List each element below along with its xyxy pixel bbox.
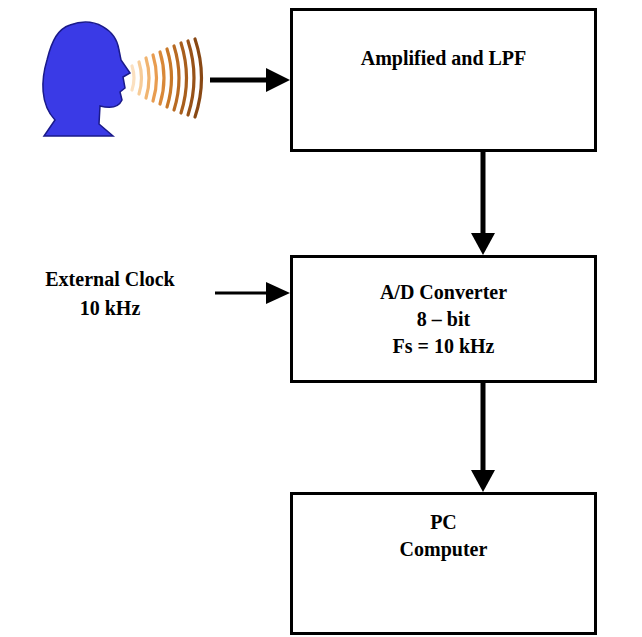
arrow-shaft [481,152,486,235]
box-text: 8 – bit [417,306,470,333]
box-text: Amplified and LPF [361,45,527,72]
input-arrow [210,68,290,92]
speaker-head [43,22,130,136]
sound-wave [146,58,149,98]
arrow-head [266,68,290,92]
arrow-shaft [481,383,486,472]
arrow-head [471,233,495,255]
sound-wave [181,43,187,113]
sound-wave [188,41,194,115]
sound-wave [139,62,142,94]
process-box: A/D Converter8 – bitFs = 10 kHz [290,255,597,383]
sound-wave [160,52,164,104]
arrow-shaft [215,292,268,295]
signal-label: External Clock [45,266,174,293]
sound-wave [132,66,134,90]
flow-arrow [471,152,495,255]
sound-wave [174,46,179,110]
arrow-head [266,282,290,304]
sound-wave [195,39,202,117]
process-box: Amplified and LPF [290,8,597,152]
box-text: PC Computer [394,509,494,563]
flow-arrow [471,383,495,492]
signal-label: 10 kHz [80,295,141,322]
sound-waves [132,39,202,117]
process-box: PC Computer [290,492,597,635]
clock-arrow [215,282,290,304]
sound-wave [153,55,157,101]
box-text: Fs = 10 kHz [393,333,495,360]
arrow-shaft [210,78,268,83]
arrow-head [471,470,495,492]
sound-wave [167,49,172,107]
box-text: A/D Converter [380,279,507,306]
